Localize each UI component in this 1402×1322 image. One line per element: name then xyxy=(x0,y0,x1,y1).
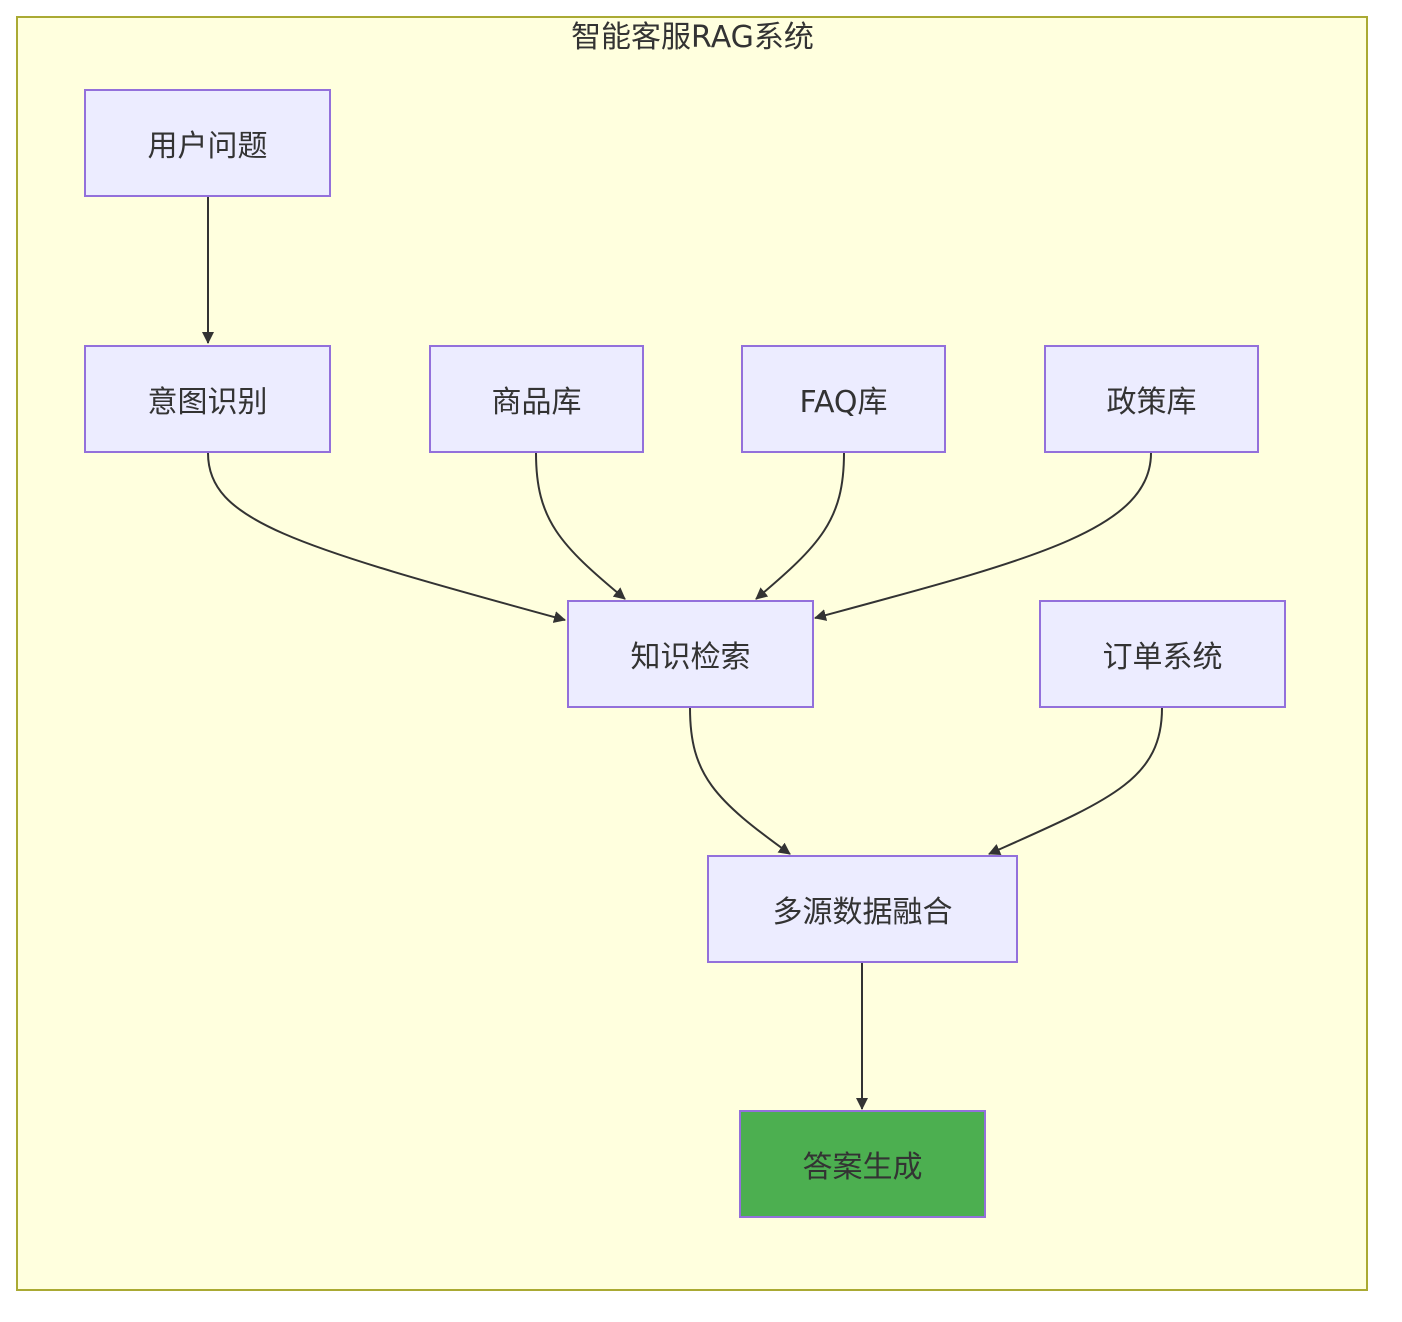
cluster-title: 智能客服RAG系统 xyxy=(571,20,814,55)
edge-products-to-retrieval xyxy=(535,452,626,600)
node-answer-generation: 答案生成 xyxy=(739,1110,986,1218)
node-multi-source-fusion: 多源数据融合 xyxy=(707,855,1018,963)
node-product-library: 商品库 xyxy=(429,345,644,453)
edge-intent-to-retrieval xyxy=(207,452,566,623)
node-knowledge-retrieval: 知识检索 xyxy=(567,600,814,708)
edge-faq-to-retrieval xyxy=(755,452,845,600)
node-order-system: 订单系统 xyxy=(1039,600,1286,708)
node-policy-library: 政策库 xyxy=(1044,345,1259,453)
node-intent-recognition: 意图识别 xyxy=(84,345,331,453)
node-faq-library: FAQ库 xyxy=(741,345,946,453)
edge-retrieval-to-fusion xyxy=(689,707,791,855)
edge-policy-to-retrieval xyxy=(814,452,1152,621)
node-user-question: 用户问题 xyxy=(84,89,331,197)
edge-orders-to-fusion xyxy=(988,707,1163,855)
